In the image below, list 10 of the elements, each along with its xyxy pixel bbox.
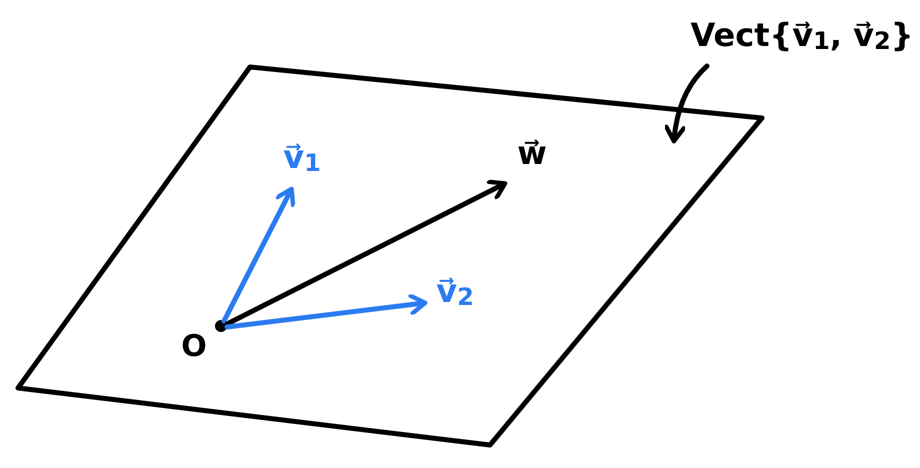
- vector-arrow: [224, 294, 428, 330]
- vector-arrow: [224, 180, 508, 326]
- point-label: O: [181, 330, 207, 364]
- plane: [16, 65, 764, 447]
- vector-label: v⃗$_{1}$: [282, 137, 322, 179]
- vector-label: Vect{v⃗$_{1}$, v⃗$_{2}$}: [690, 15, 914, 57]
- vector-label: w⃗: [516, 133, 548, 174]
- curved-arrow: [664, 64, 710, 144]
- vector-arrow: [222, 186, 296, 324]
- vector-label: v⃗$_{2}$: [435, 271, 475, 313]
